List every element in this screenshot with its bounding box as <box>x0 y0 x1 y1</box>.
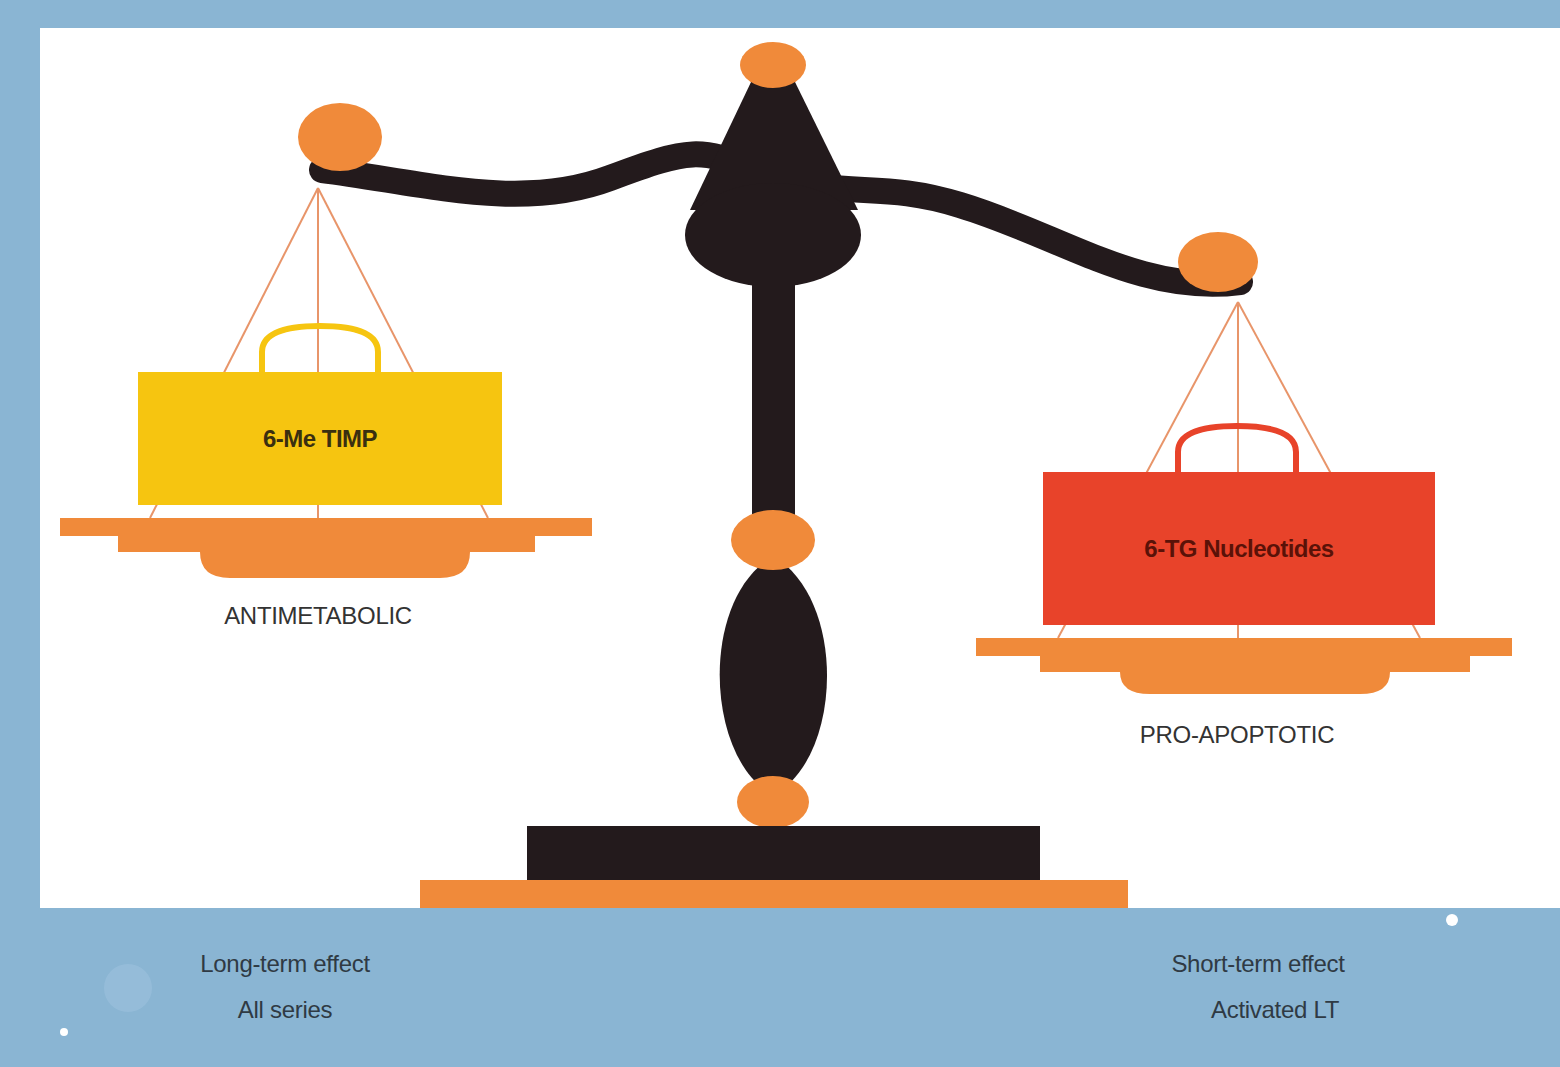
weight-box: 6-Me TIMP <box>138 372 502 505</box>
box-text: 6-Me TIMP <box>263 420 377 457</box>
band-label: Activated LT <box>1211 996 1339 1024</box>
pan-label: PRO-APOPTOTIC <box>1140 721 1334 749</box>
band-label: All series <box>238 996 332 1024</box>
box-text: 6-TG Nucleotides <box>1144 530 1333 567</box>
weight-box: 6-TG Nucleotides <box>1043 472 1435 625</box>
pan-label: ANTIMETABOLIC <box>224 602 412 630</box>
band-label: Short-term effect <box>1171 950 1344 978</box>
band-label: Long-term effect <box>200 950 370 978</box>
